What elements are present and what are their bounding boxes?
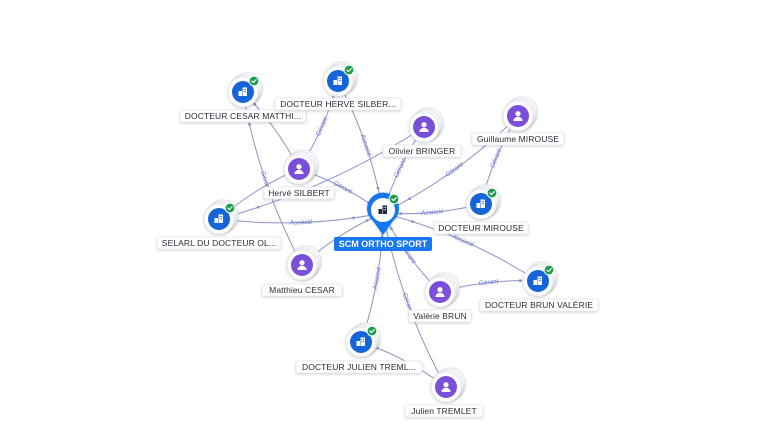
edge-arrow xyxy=(352,216,356,220)
edge-label: Associé xyxy=(358,132,372,157)
node-label: DOCTEUR MIROUSE xyxy=(438,223,524,233)
center-node[interactable]: SCM ORTHO SPORT xyxy=(334,192,432,251)
node-selarl-ol[interactable]: SELARL DU DOCTEUR OL... xyxy=(156,199,282,250)
building-icon xyxy=(214,214,223,223)
node-label-bg xyxy=(408,309,472,323)
edge-label: Associé xyxy=(289,219,313,227)
building-icon xyxy=(533,276,542,285)
verified-check-icon xyxy=(343,64,355,76)
node-label: Julien TREMLET xyxy=(411,406,477,416)
node-valerie-brun[interactable]: Valérie BRUN xyxy=(408,272,472,323)
building-icon xyxy=(356,337,365,346)
node-label-bg xyxy=(179,109,307,123)
node-guillaume-mirouse[interactable]: Guillaume MIROUSE xyxy=(471,96,565,146)
edge-line xyxy=(382,115,519,214)
edge-label: Gérant xyxy=(489,147,504,169)
verified-check-icon xyxy=(248,75,260,87)
edge-arrow xyxy=(408,197,411,201)
edge-arrow xyxy=(256,205,260,209)
node-brun-valerie-co[interactable]: DOCTEUR BRUN VALÉRIE xyxy=(479,261,599,312)
node-label: DOCTEUR JULIEN TREML... xyxy=(302,362,416,372)
edge-arrow xyxy=(248,123,251,126)
node-matthieu-cesar[interactable]: Matthieu CESAR xyxy=(261,245,343,297)
node-cesar-matthi[interactable]: DOCTEUR CESAR MATTHI... xyxy=(179,72,307,123)
node-herve-silber-co[interactable]: DOCTEUR HERVE SILBER... xyxy=(274,61,402,111)
building-icon xyxy=(476,199,485,208)
edge-arrow xyxy=(518,279,522,283)
nodes-layer: DOCTEUR CESAR MATTHI... DOCTEUR HERVE SIL… xyxy=(156,61,599,418)
edge-label: Associé xyxy=(372,266,383,291)
verified-check-icon xyxy=(543,264,555,276)
person-icon xyxy=(441,382,451,392)
node-label-bg xyxy=(156,236,282,250)
building-icon xyxy=(378,205,387,214)
node-label: Olivier BRINGER xyxy=(389,146,456,156)
edge-arrow xyxy=(253,103,257,106)
node-label: DOCTEUR BRUN VALÉRIE xyxy=(485,300,593,310)
node-julien-tremlet[interactable]: Julien TREMLET xyxy=(404,367,484,418)
node-julien-treml-co[interactable]: DOCTEUR JULIEN TREML... xyxy=(295,322,423,374)
person-icon xyxy=(297,260,307,270)
edge-line xyxy=(218,126,425,220)
node-label: Matthieu CESAR xyxy=(269,285,335,295)
edge-line xyxy=(218,212,384,224)
edge-label: Gérant xyxy=(332,180,354,196)
person-icon xyxy=(513,111,523,121)
building-icon xyxy=(238,87,247,96)
node-label: Hervé SILBERT xyxy=(268,188,330,198)
node-herve-silbert[interactable]: Hervé SILBERT xyxy=(263,149,335,200)
edge-arrow xyxy=(376,186,380,190)
edge-label: Gérant xyxy=(393,157,408,179)
verified-check-icon xyxy=(388,193,400,205)
edge-arrow xyxy=(399,212,403,216)
node-label-bg xyxy=(471,132,565,146)
node-docteur-mirouse[interactable]: DOCTEUR MIROUSE xyxy=(433,184,529,235)
node-label-bg xyxy=(382,144,462,158)
node-label: SELARL DU DOCTEUR OL... xyxy=(162,238,276,248)
building-icon xyxy=(333,76,342,85)
node-label-bg xyxy=(261,283,343,297)
edge-label: Associé xyxy=(420,208,445,217)
edge-label: Gérant xyxy=(315,115,330,137)
node-label-bg xyxy=(295,360,423,374)
node-label-bg xyxy=(404,404,484,418)
person-icon xyxy=(294,164,304,174)
edge-arrow xyxy=(411,220,414,223)
node-label-bg xyxy=(263,186,335,200)
edge-arrow xyxy=(389,227,393,230)
center-label: SCM ORTHO SPORT xyxy=(339,239,428,249)
person-icon xyxy=(435,287,445,297)
verified-check-icon xyxy=(366,325,378,337)
node-olivier-bringer[interactable]: Olivier BRINGER xyxy=(382,107,462,158)
edge-label: Associé xyxy=(450,233,475,249)
node-label: DOCTEUR CESAR MATTHI... xyxy=(185,111,301,121)
edge: Associé xyxy=(218,212,384,227)
node-label: DOCTEUR HERVE SILBER... xyxy=(280,99,396,109)
verified-check-icon xyxy=(486,187,498,199)
verified-check-icon xyxy=(224,202,236,214)
node-label: Guillaume MIROUSE xyxy=(477,134,559,144)
edge-label: Gérant xyxy=(478,278,500,287)
node-label: Valérie BRUN xyxy=(413,311,466,321)
edge-line xyxy=(382,212,539,282)
edge-line xyxy=(382,212,447,388)
edge-arrow xyxy=(365,219,369,222)
node-label-bg xyxy=(479,298,599,312)
edge xyxy=(218,126,425,220)
node-label-bg xyxy=(433,221,529,235)
node-label-bg xyxy=(274,97,402,111)
person-icon xyxy=(419,122,429,132)
center-label-bg xyxy=(334,237,432,251)
